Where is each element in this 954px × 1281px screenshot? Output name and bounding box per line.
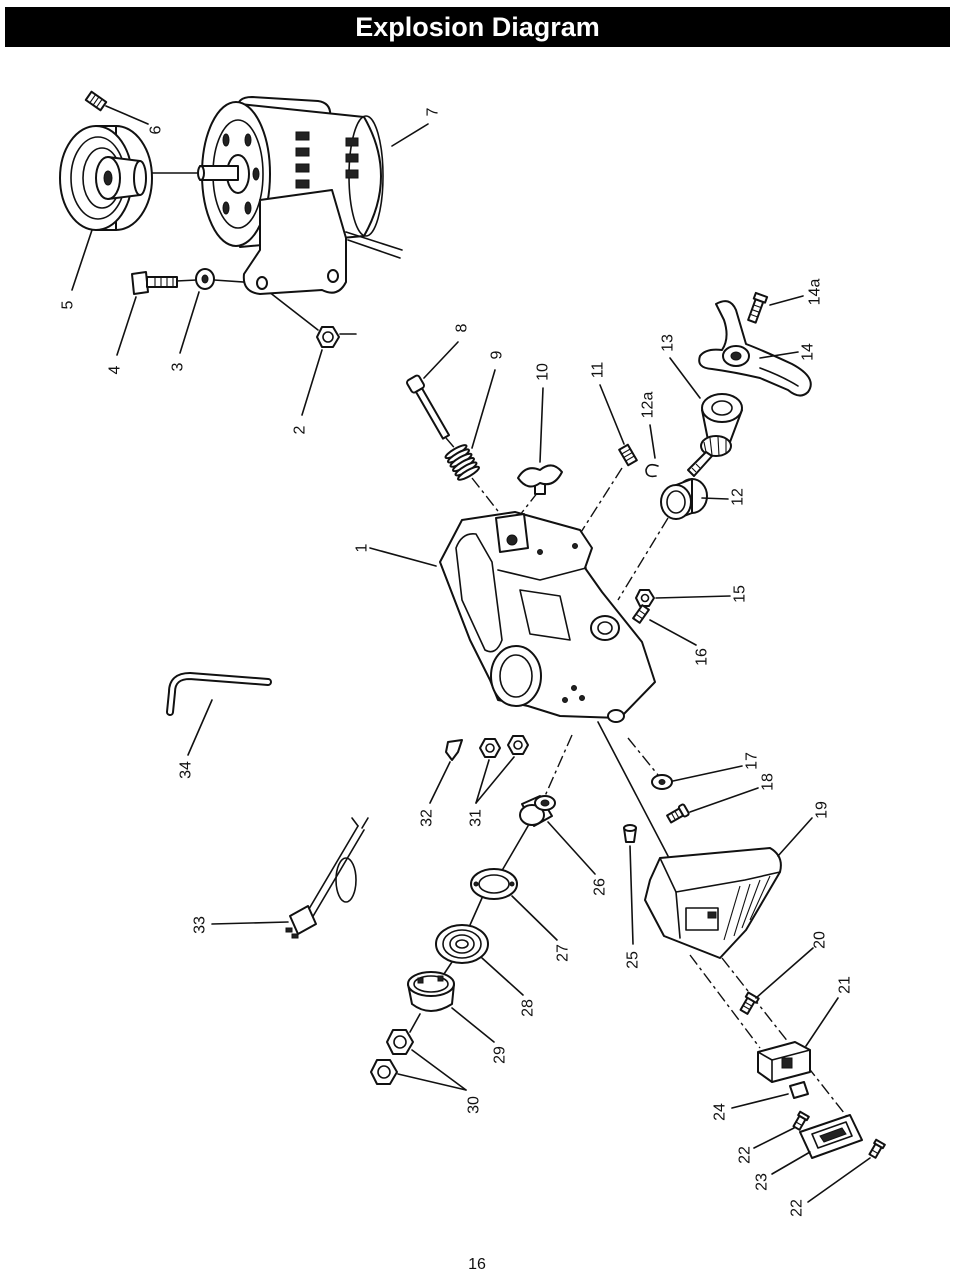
part-label-20: 20 <box>812 931 829 949</box>
part-label-21: 21 <box>837 976 854 994</box>
bolt-part-8 <box>406 375 452 441</box>
nut-part-31-left <box>480 739 500 757</box>
part-label-17: 17 <box>744 752 761 770</box>
part-label-27: 27 <box>555 944 572 962</box>
part-label-32: 32 <box>419 809 436 827</box>
part-label-16: 16 <box>694 648 711 666</box>
part-label-25: 25 <box>625 951 642 969</box>
part-label-30: 30 <box>466 1096 483 1114</box>
ring-part-27 <box>471 869 517 899</box>
nut-part-30-upper <box>387 1030 413 1054</box>
part-label-33: 33 <box>192 916 209 934</box>
spring-disk-part-28 <box>436 925 488 963</box>
knob-part-25 <box>624 825 636 842</box>
set-screw-part-6 <box>86 92 106 111</box>
cup-part-29 <box>408 972 454 1011</box>
leader-lines <box>72 106 870 1202</box>
part-label-9: 9 <box>489 350 506 359</box>
cover-part-19 <box>645 848 781 958</box>
part-label-19: 19 <box>814 801 831 819</box>
part-label-11: 11 <box>590 362 607 379</box>
clip-part-12a <box>646 465 658 477</box>
hex-key-part-34 <box>170 676 268 712</box>
part-label-5: 5 <box>60 300 77 309</box>
set-screw-part-11 <box>619 445 637 466</box>
part-label-2: 2 <box>292 425 309 434</box>
part-label-10: 10 <box>535 363 552 381</box>
nut-part-15 <box>636 590 654 606</box>
washer-part-3 <box>196 269 214 289</box>
pulley-part-5 <box>60 126 152 230</box>
part-label-7: 7 <box>425 107 442 116</box>
part-label-15: 15 <box>732 585 749 603</box>
washer-part-17 <box>652 775 672 789</box>
housing-part-1 <box>440 512 655 722</box>
part-label-22-lower: 22 <box>789 1199 806 1217</box>
part-label-14: 14 <box>800 343 817 361</box>
collar-part-12 <box>661 479 707 519</box>
part-label-26: 26 <box>592 878 609 896</box>
part-label-34: 34 <box>178 761 195 779</box>
wing-knob-part-10 <box>518 465 562 494</box>
motor-part-7 <box>198 97 402 294</box>
nut-part-31-right <box>508 736 528 754</box>
part-label-1: 1 <box>354 543 371 552</box>
screw-part-20 <box>739 992 759 1014</box>
part-label-18: 18 <box>760 773 777 791</box>
screw-part-22-lower <box>868 1140 885 1159</box>
screw-part-16 <box>633 605 649 623</box>
part-label-23: 23 <box>754 1173 771 1191</box>
nut-part-2 <box>317 327 339 347</box>
part-label-22-upper: 22 <box>737 1146 754 1164</box>
screw-part-14a <box>746 293 767 323</box>
bolt-part-4 <box>132 272 177 294</box>
part-label-28: 28 <box>520 999 537 1017</box>
bushing-part-26 <box>520 796 555 826</box>
spindle-gear-part-13 <box>688 394 742 476</box>
spring-part-9 <box>444 443 480 482</box>
part-label-8: 8 <box>454 323 471 332</box>
part-label-13: 13 <box>660 334 677 352</box>
switch-part-24 <box>790 1082 808 1098</box>
power-cord-part-33 <box>286 818 368 938</box>
part-label-12a: 12a <box>640 392 657 419</box>
part-label-3: 3 <box>170 362 187 371</box>
part-labels: 6 7 5 4 3 2 8 9 10 11 12a 13 14a 14 12 1… <box>60 107 854 1216</box>
part-label-31: 31 <box>468 809 485 827</box>
part-label-12: 12 <box>730 488 747 506</box>
part-label-24: 24 <box>712 1103 729 1121</box>
clip-part-32 <box>446 740 462 760</box>
part-label-6: 6 <box>148 125 165 134</box>
nut-part-30-lower <box>371 1060 397 1084</box>
part-label-4: 4 <box>107 365 124 374</box>
part-label-14a: 14a <box>807 279 824 306</box>
page-number: 16 <box>0 1256 954 1274</box>
part-label-29: 29 <box>492 1046 509 1064</box>
screw-part-18 <box>666 804 689 824</box>
switch-box-part-21 <box>758 1042 810 1082</box>
